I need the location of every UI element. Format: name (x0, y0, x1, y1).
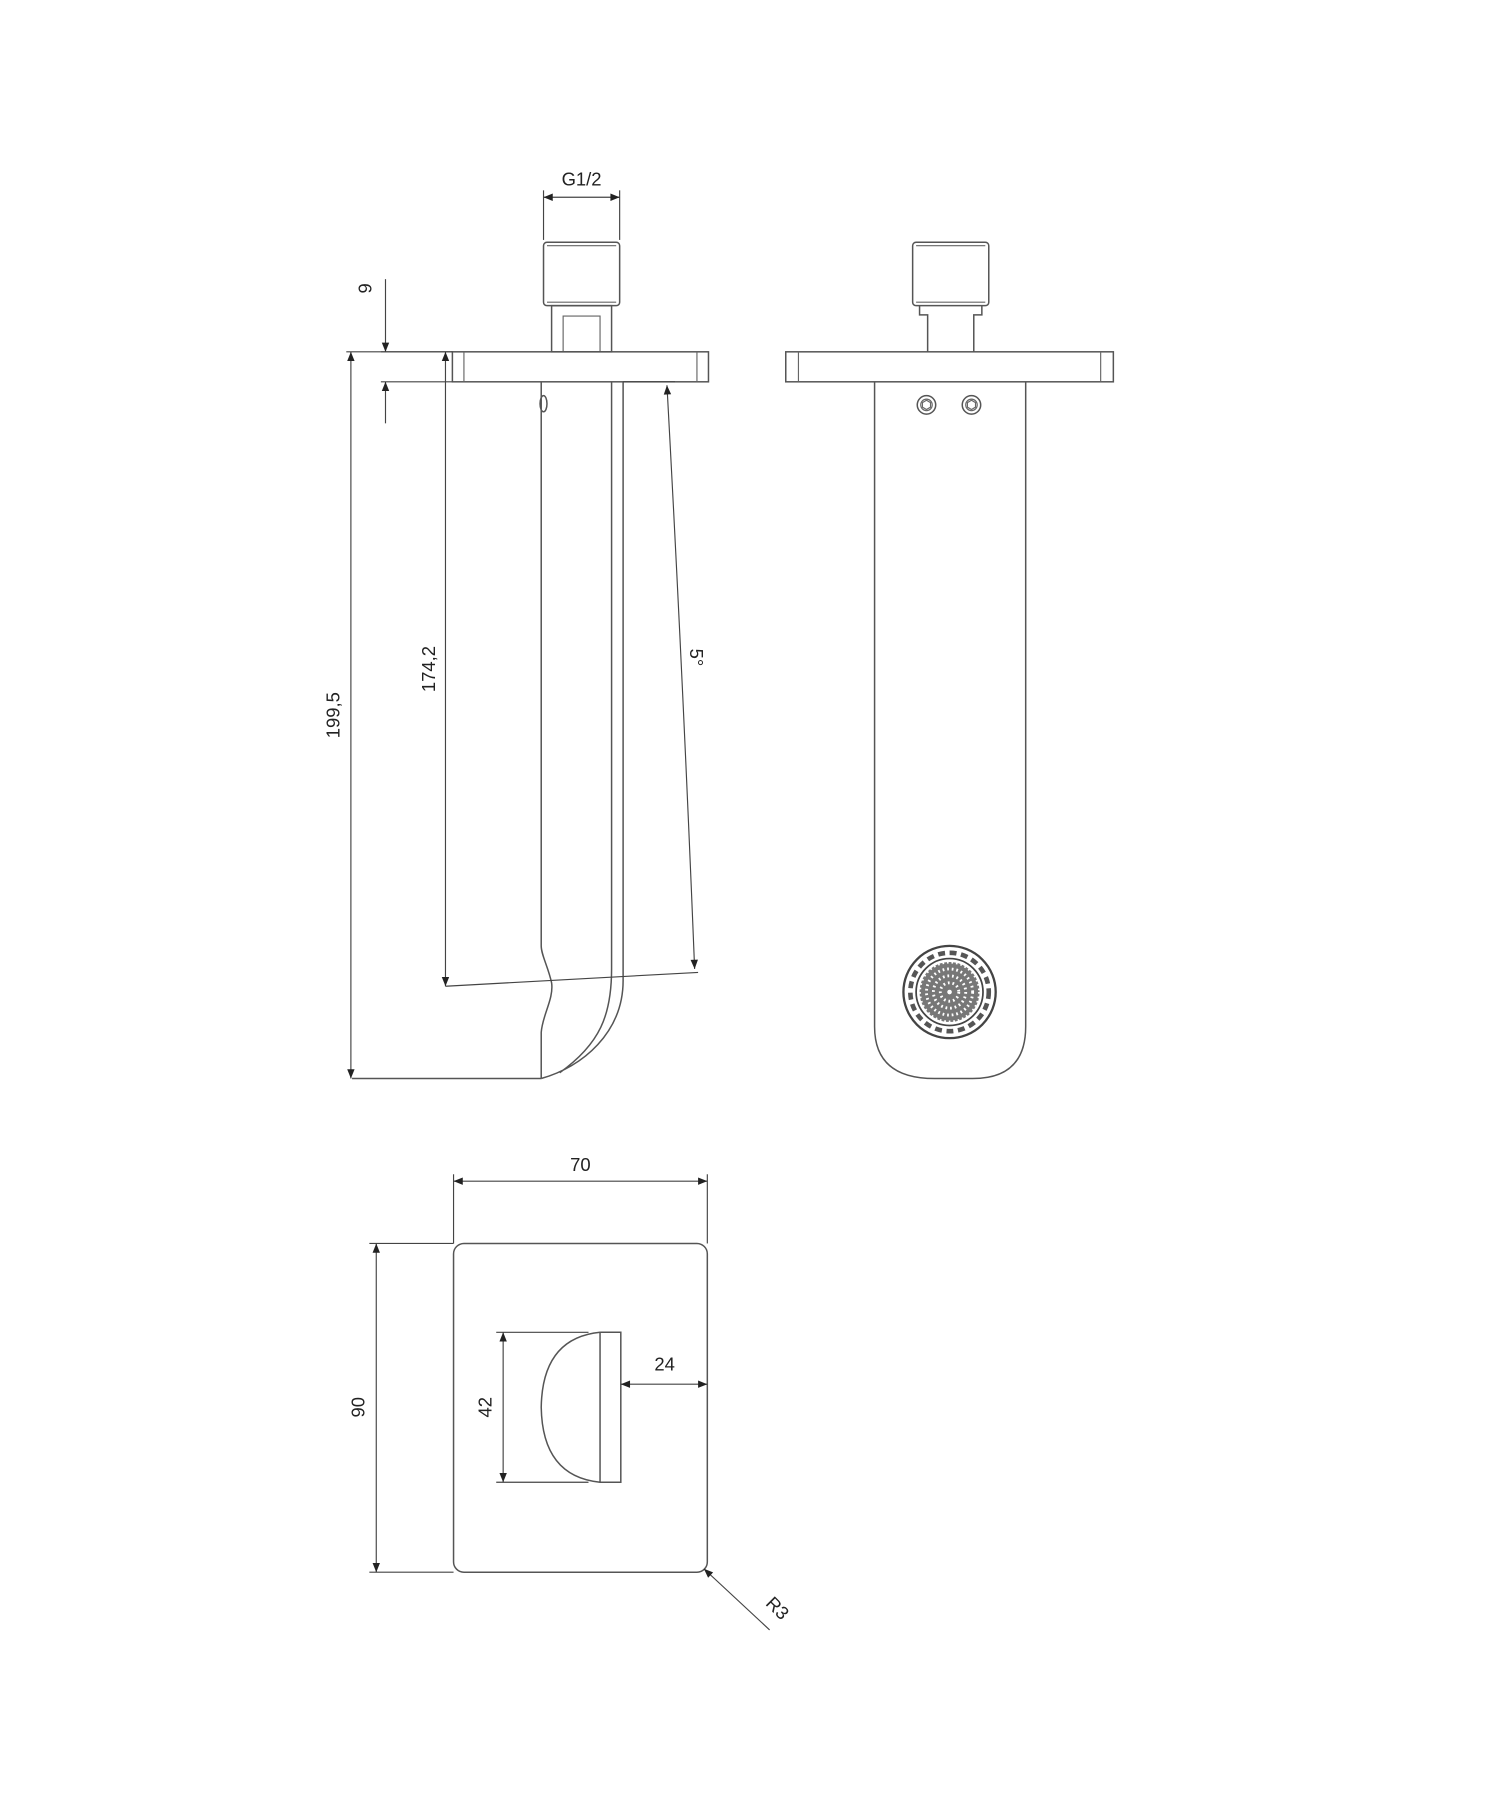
dimension-spout-height: 174,2 (418, 351, 699, 987)
width-label: 70 (570, 1154, 591, 1175)
dimension-depth: 90 (348, 1242, 454, 1573)
spout-body (540, 381, 624, 1080)
dimension-width: 70 (452, 1154, 708, 1244)
wall-plate-outline (452, 1242, 709, 1573)
screw-icon (916, 394, 937, 415)
angle-label: 5° (686, 649, 707, 667)
thread-connector-front (911, 241, 990, 307)
flange-thickness-label: 9 (355, 283, 376, 293)
total-height-label: 199,5 (322, 692, 343, 738)
side-view (352, 241, 710, 1080)
dimension-angle: 5° (623, 381, 707, 969)
front-view (785, 241, 1115, 1080)
spout-height-label: 174,2 (418, 646, 439, 692)
depth-label: 90 (348, 1397, 369, 1418)
dimension-total-height: 199,5 (322, 351, 453, 1079)
connector-neck (550, 304, 613, 353)
dimension-outlet-width: 42 (475, 1331, 589, 1483)
aerator-icon (902, 944, 997, 1040)
dimension-thread: G1/2 (542, 169, 621, 240)
dimension-corner-radius: R3 (703, 1568, 794, 1631)
outlet-offset-label: 24 (654, 1353, 675, 1374)
thread-label: G1/2 (562, 169, 602, 190)
wall-flange (451, 351, 710, 383)
spout-body-front (873, 381, 1027, 1080)
outlet-shape (540, 1331, 622, 1483)
corner-radius-label: R3 (762, 1592, 794, 1624)
dimension-outlet-offset: 24 (620, 1353, 708, 1388)
screw-icon (961, 394, 982, 415)
top-view (452, 1242, 709, 1573)
wall-flange-front (785, 351, 1115, 383)
thread-connector (542, 241, 621, 307)
outlet-width-label: 42 (475, 1397, 496, 1418)
screw-side (539, 394, 548, 413)
